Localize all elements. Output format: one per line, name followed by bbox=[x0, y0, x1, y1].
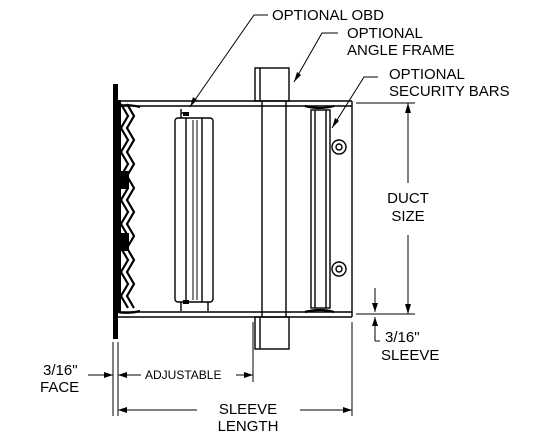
damper-blades bbox=[118, 100, 136, 312]
sleeve-length-dimension bbox=[118, 322, 353, 416]
optional-angle-frame-label-line2: ANGLE FRAME bbox=[347, 42, 455, 59]
duct-size-dimension bbox=[356, 102, 415, 315]
sleeve-length-label-line1: SLEEVE bbox=[219, 401, 277, 418]
security-bars bbox=[304, 104, 347, 314]
duct-size-label-line2: SIZE bbox=[391, 208, 424, 225]
duct-size-label-line1: DUCT bbox=[387, 190, 429, 207]
optional-angle-frame-label-line1: OPTIONAL bbox=[347, 25, 423, 42]
sleeve-thickness-label-line2: SLEEVE bbox=[381, 347, 439, 364]
sleeve-length-label-line2: LENGTH bbox=[218, 418, 279, 435]
adjustable-dimension bbox=[127, 322, 254, 382]
face-thickness-label-line2: FACE bbox=[40, 379, 79, 396]
callout-leaders bbox=[189, 14, 378, 129]
opposed-blade-damper bbox=[174, 109, 214, 311]
optional-security-bars-label-line2: SECURITY BARS bbox=[389, 83, 510, 100]
optional-obd-label: OPTIONAL OBD bbox=[272, 7, 384, 24]
optional-security-bars-label-line1: OPTIONAL bbox=[389, 66, 465, 83]
adjustable-label: ADJUSTABLE bbox=[145, 368, 221, 382]
sleeve bbox=[117, 100, 353, 318]
sleeve-thickness-label-line1: 3/16" bbox=[385, 329, 420, 346]
face-thickness-label-line1: 3/16" bbox=[43, 362, 78, 379]
face-thickness-dimension bbox=[88, 342, 127, 416]
face-flange bbox=[113, 84, 118, 339]
sleeve-thickness-dimension bbox=[372, 288, 380, 342]
angle-frame bbox=[254, 67, 290, 350]
